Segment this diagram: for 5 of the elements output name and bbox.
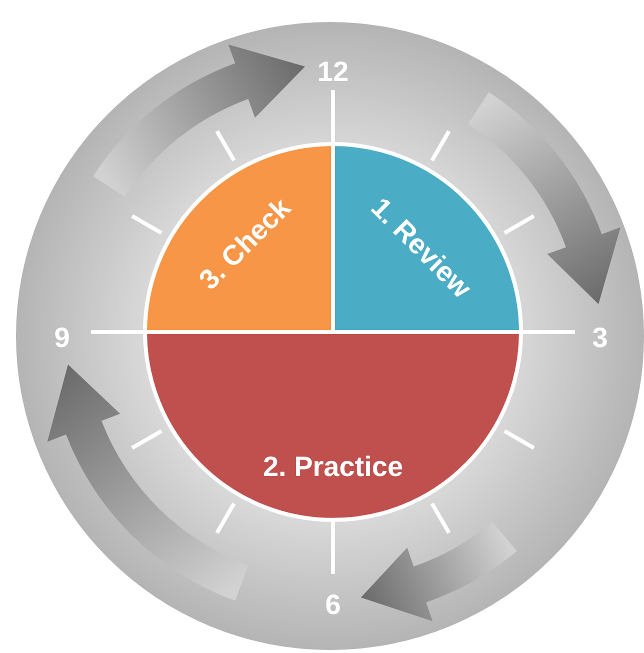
clock-number: 6 — [325, 589, 341, 621]
clock-number: 3 — [592, 322, 608, 354]
clock-number: 12 — [317, 56, 349, 88]
clock-number: 9 — [54, 322, 70, 354]
segment-label: 2. Practice — [262, 451, 404, 483]
